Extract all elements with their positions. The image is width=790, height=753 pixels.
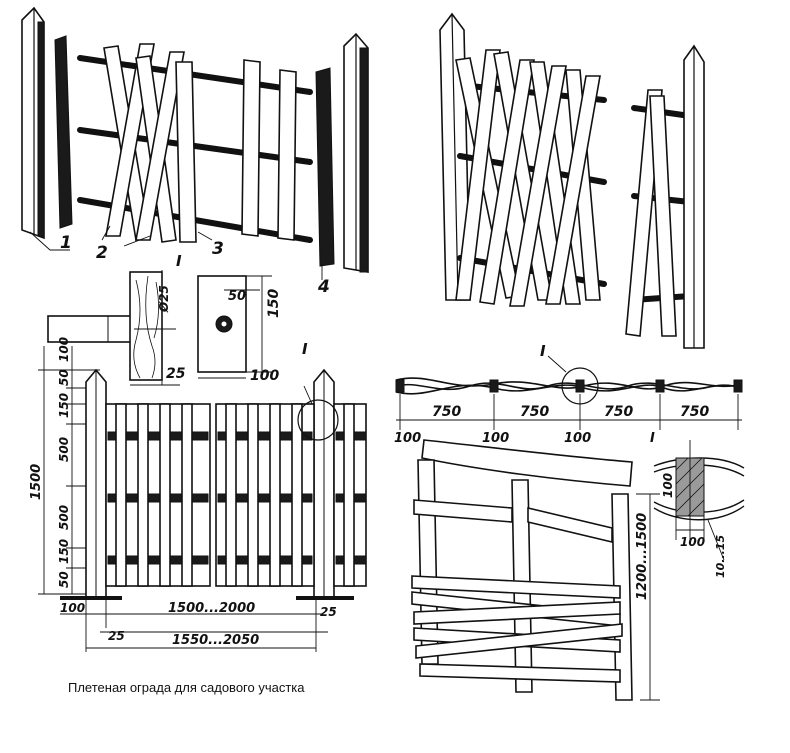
- vdim-2: 50: [57, 369, 71, 386]
- hdim-span: 1500...2000: [168, 601, 255, 616]
- rod-diameter-label: Ø25: [157, 285, 171, 313]
- plan-span-2: 750: [520, 404, 549, 420]
- part-leaders: [29, 225, 323, 280]
- upper-rails: [413, 499, 613, 544]
- plan-dimension-line: [396, 394, 742, 430]
- batten-left: [54, 35, 73, 229]
- post-right: [343, 32, 369, 273]
- part-number-2: 2: [96, 243, 108, 263]
- part-number-1: 1: [60, 233, 72, 253]
- detail-slat-hole: 50 150 100: [197, 275, 282, 384]
- section-mark-plan-cut: I: [650, 431, 655, 446]
- fence-elevation: 100 50 150 500 1500 500 150 50: [29, 337, 367, 652]
- hdim-offset-right: 25: [320, 605, 337, 619]
- top-rail: [421, 439, 633, 487]
- detail-width-label: 100: [680, 535, 705, 549]
- assembled-fence-view: [439, 12, 705, 349]
- section-mark-top: I: [176, 252, 182, 270]
- plan-post-2: 100: [482, 431, 509, 446]
- elevation-panel-3: [333, 403, 367, 587]
- hdim-overall: 1550...2050: [172, 633, 259, 648]
- part-number-4: 4: [317, 277, 330, 297]
- hdim-post-width: 100: [60, 601, 85, 615]
- plan-post-1: 100: [394, 431, 421, 446]
- plan-posts: [395, 379, 743, 393]
- detail-gap-label: 10...15: [714, 535, 727, 578]
- woven-rails: [411, 575, 623, 683]
- vdim-total: 1500: [29, 464, 44, 500]
- plan-post-3: 100: [564, 431, 591, 446]
- vdim-3: 150: [57, 393, 71, 418]
- plan-span-4: 750: [680, 404, 709, 420]
- wood-grain: [133, 275, 159, 379]
- elevation-panel-2: [215, 403, 315, 587]
- slat-width-label: 100: [250, 368, 279, 384]
- assembled-slats: [455, 49, 601, 307]
- vdim-4: 500: [57, 437, 71, 462]
- section-circle: [297, 399, 339, 441]
- hole-offset-label: 50: [228, 289, 246, 304]
- detail-right-dims: [675, 440, 725, 561]
- vdim-7: 50: [57, 571, 71, 588]
- plan-span-1: 750: [432, 404, 461, 420]
- post-left: [21, 6, 45, 240]
- woven-slats: [103, 43, 297, 243]
- detail-rod-joint: Ø25 25 I: [47, 252, 186, 386]
- vdim-top: 100: [57, 337, 71, 362]
- part-number-3: 3: [212, 239, 224, 259]
- detail-height-label: 100: [661, 473, 675, 498]
- rustic-fence-view: 1200...1500: [411, 439, 660, 701]
- vdim-6: 150: [57, 539, 71, 564]
- vdim-5: 500: [57, 505, 71, 530]
- plan-view: I 750 750 750 750 100 100 100 I: [394, 342, 743, 446]
- figure-caption: Плетеная ограда для садового участка: [68, 680, 305, 695]
- end-section: [625, 44, 705, 349]
- batten-right: [315, 67, 335, 267]
- rustic-height-label: 1200...1500: [635, 513, 650, 600]
- rustic-height-dim: [636, 493, 660, 701]
- plan-span-3: 750: [604, 404, 633, 420]
- exploded-fence-view: 1 2 3 4: [21, 6, 369, 297]
- horizontal-dimension-chain: [60, 600, 328, 652]
- slat-height-label: 150: [266, 289, 282, 318]
- section-mark-plan: I: [540, 342, 546, 360]
- section-mark-elevation: I: [302, 340, 308, 358]
- elevation-post-left: [85, 368, 107, 599]
- detail-cross-section: 100 100 10...15: [653, 440, 745, 578]
- elevation-panel-1: [105, 403, 211, 587]
- plan-woven-lines: [395, 377, 741, 395]
- post-offset-label: 25: [166, 366, 186, 382]
- hdim-offset-left: 25: [108, 629, 125, 643]
